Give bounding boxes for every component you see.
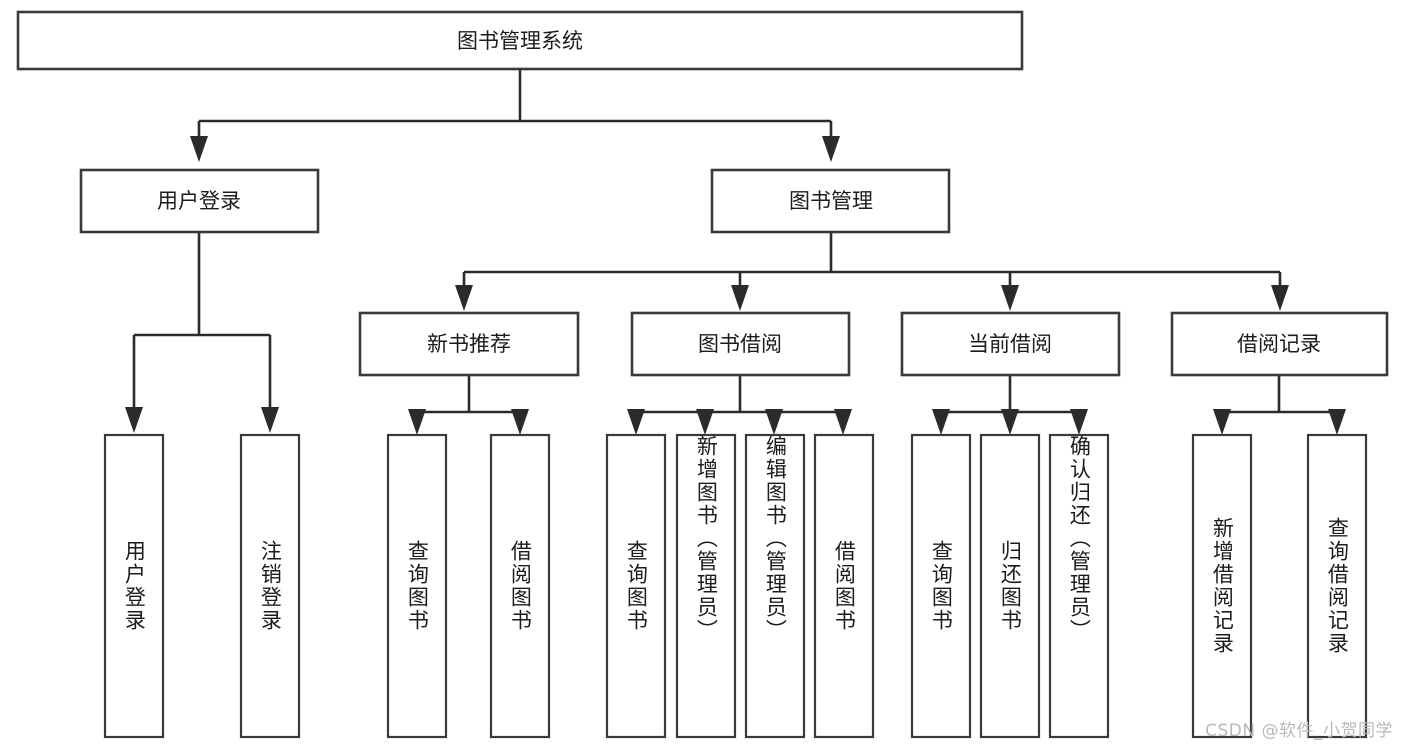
arrow-to-book-borrow: [731, 285, 749, 311]
node-book-management-box[interactable]: [710, 168, 951, 234]
node-borrow-record-label: 借阅记录: [1237, 332, 1321, 356]
arrow-to-leaf-return-book: [1001, 409, 1019, 435]
node-current-borrow[interactable]: 当前借阅: [900, 311, 1121, 377]
arrow-to-leaf-borrow-book-1: [511, 409, 529, 435]
leaf-box-user-logout[interactable]: [239, 433, 301, 739]
arrow-to-leaf-query-book-2: [627, 409, 645, 435]
node-new-book-recommend[interactable]: 新书推荐: [358, 311, 580, 377]
node-user-login-box[interactable]: [79, 168, 320, 234]
arrow-to-user-login: [190, 136, 208, 162]
arrow-to-leaf-confirm-return: [1070, 409, 1088, 435]
arrow-to-leaf-query-book-3: [932, 409, 950, 435]
node-book-management[interactable]: 图书管理: [710, 168, 951, 234]
node-current-borrow-box[interactable]: [900, 311, 1121, 377]
arrow-to-leaf-user-logout: [261, 407, 279, 433]
arrow-to-book-management: [822, 136, 840, 162]
arrow-to-leaf-borrow-book-2: [834, 409, 852, 435]
node-book-management-label: 图书管理: [789, 189, 873, 213]
leaf-box-query-record[interactable]: [1306, 433, 1368, 739]
leaf-box-borrow-book-1[interactable]: [489, 433, 551, 739]
node-new-book-recommend-label: 新书推荐: [427, 332, 511, 356]
arrow-to-new-book-recommend: [455, 285, 473, 311]
node-borrow-record-box[interactable]: [1170, 311, 1389, 377]
nodes-layer: 图书管理系统 用户登录 图书管理 新书推荐 图书借阅: [16, 10, 1389, 739]
node-book-borrow-label: 图书借阅: [698, 332, 782, 356]
arrow-to-leaf-query-record: [1328, 409, 1346, 435]
arrow-to-leaf-query-book-1: [408, 409, 426, 435]
node-user-login[interactable]: 用户登录: [79, 168, 320, 234]
arrow-to-borrow-record: [1271, 285, 1289, 311]
node-user-login-label: 用户登录: [157, 189, 241, 213]
arrow-to-leaf-add-record: [1213, 409, 1231, 435]
node-borrow-record[interactable]: 借阅记录: [1170, 311, 1389, 377]
node-current-borrow-label: 当前借阅: [968, 332, 1052, 356]
leaf-box-query-book-3[interactable]: [910, 433, 972, 739]
node-root-label: 图书管理系统: [457, 29, 583, 53]
node-root-box[interactable]: [16, 10, 1024, 71]
arrow-to-current-borrow: [1001, 285, 1019, 311]
leaf-box-edit-book[interactable]: [744, 433, 806, 739]
node-book-borrow-box[interactable]: [630, 311, 851, 377]
arrow-to-leaf-edit-book: [765, 409, 783, 435]
node-book-borrow[interactable]: 图书借阅: [630, 311, 851, 377]
arrow-to-leaf-add-book: [696, 409, 714, 435]
leaf-box-add-record[interactable]: [1191, 433, 1253, 739]
leaf-box-borrow-book-2[interactable]: [813, 433, 875, 739]
node-new-book-recommend-box[interactable]: [358, 311, 580, 377]
leaf-box-return-book[interactable]: [979, 433, 1041, 739]
leaf-box-user-login[interactable]: [103, 433, 165, 739]
leaf-box-confirm-return[interactable]: [1048, 433, 1110, 739]
leaf-box-query-book-2[interactable]: [605, 433, 667, 739]
arrow-to-leaf-user-login: [125, 407, 143, 433]
leaf-box-query-book-1[interactable]: [386, 433, 448, 739]
leaf-box-add-book[interactable]: [675, 433, 737, 739]
node-root[interactable]: 图书管理系统: [16, 10, 1024, 71]
connectors-layer: [125, 69, 1346, 435]
csdn-watermark: CSDN @软件_小贺同学: [1205, 721, 1393, 741]
